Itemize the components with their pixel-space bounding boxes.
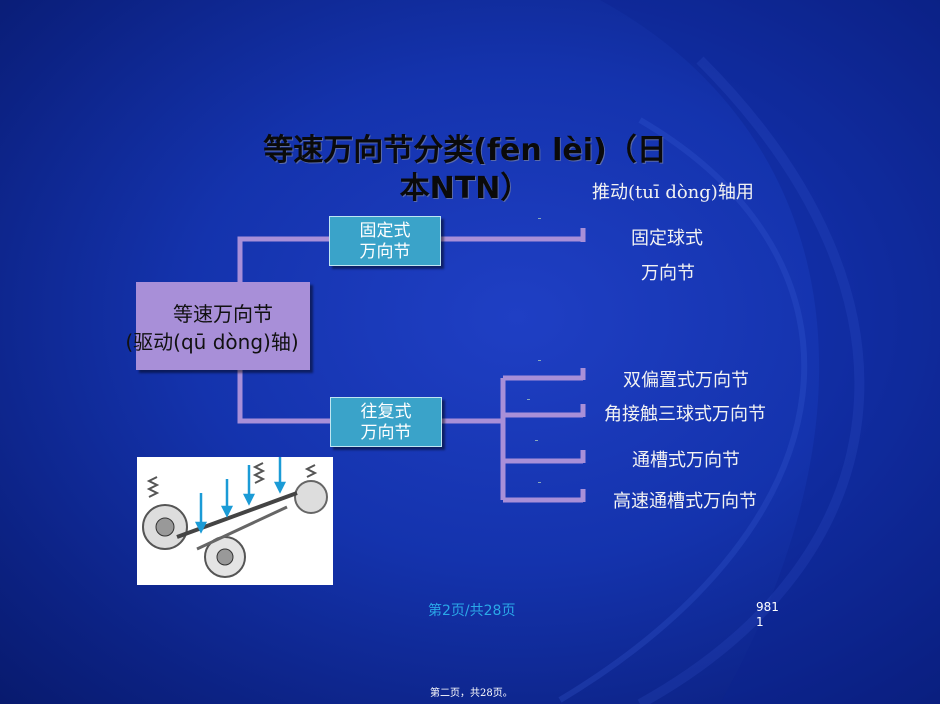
leaf-fixed-ball-cont: 万向节 bbox=[641, 263, 695, 284]
fixed-type-label-line2: 万向节 bbox=[359, 242, 411, 262]
bottom-page-caption: 第二页，共28页。 bbox=[430, 688, 513, 699]
cv-joint-root-box: 等速万向节 (驱动(qū dòng)轴) bbox=[125, 282, 310, 370]
slide-number: 981 1 bbox=[756, 600, 779, 629]
plunging-type-label-line2: 万向节 bbox=[360, 423, 412, 443]
page-indicator: 第2页/共28页 bbox=[428, 603, 516, 619]
plunging-type-label-line1: 往复式 bbox=[360, 402, 412, 422]
fixed-type-box: 固定式 万向节 bbox=[329, 216, 441, 266]
root-label-line2: (驱动(qū dòng)轴) bbox=[125, 330, 299, 354]
leaf-fixed-ball: 固定球式 bbox=[631, 228, 703, 249]
plunging-type-box: 往复式 万向节 bbox=[330, 397, 442, 447]
slide-title: 等速万向节分类(fēn lèi)（日本NTN） bbox=[263, 133, 667, 206]
drive-shaft-image bbox=[137, 457, 333, 585]
leaf-propeller-shaft: 推动(tuī dòng)轴用 bbox=[592, 182, 754, 203]
root-label-line1: 等速万向节 bbox=[173, 302, 273, 326]
leaf-cross-groove: 通槽式万向节 bbox=[632, 450, 740, 471]
leaf-high-speed-groove: 高速通槽式万向节 bbox=[613, 491, 757, 512]
leaf-tripod: 角接触三球式万向节 bbox=[604, 404, 766, 425]
leaf-double-offset: 双偏置式万向节 bbox=[623, 370, 749, 391]
fixed-type-label-line1: 固定式 bbox=[359, 221, 411, 241]
